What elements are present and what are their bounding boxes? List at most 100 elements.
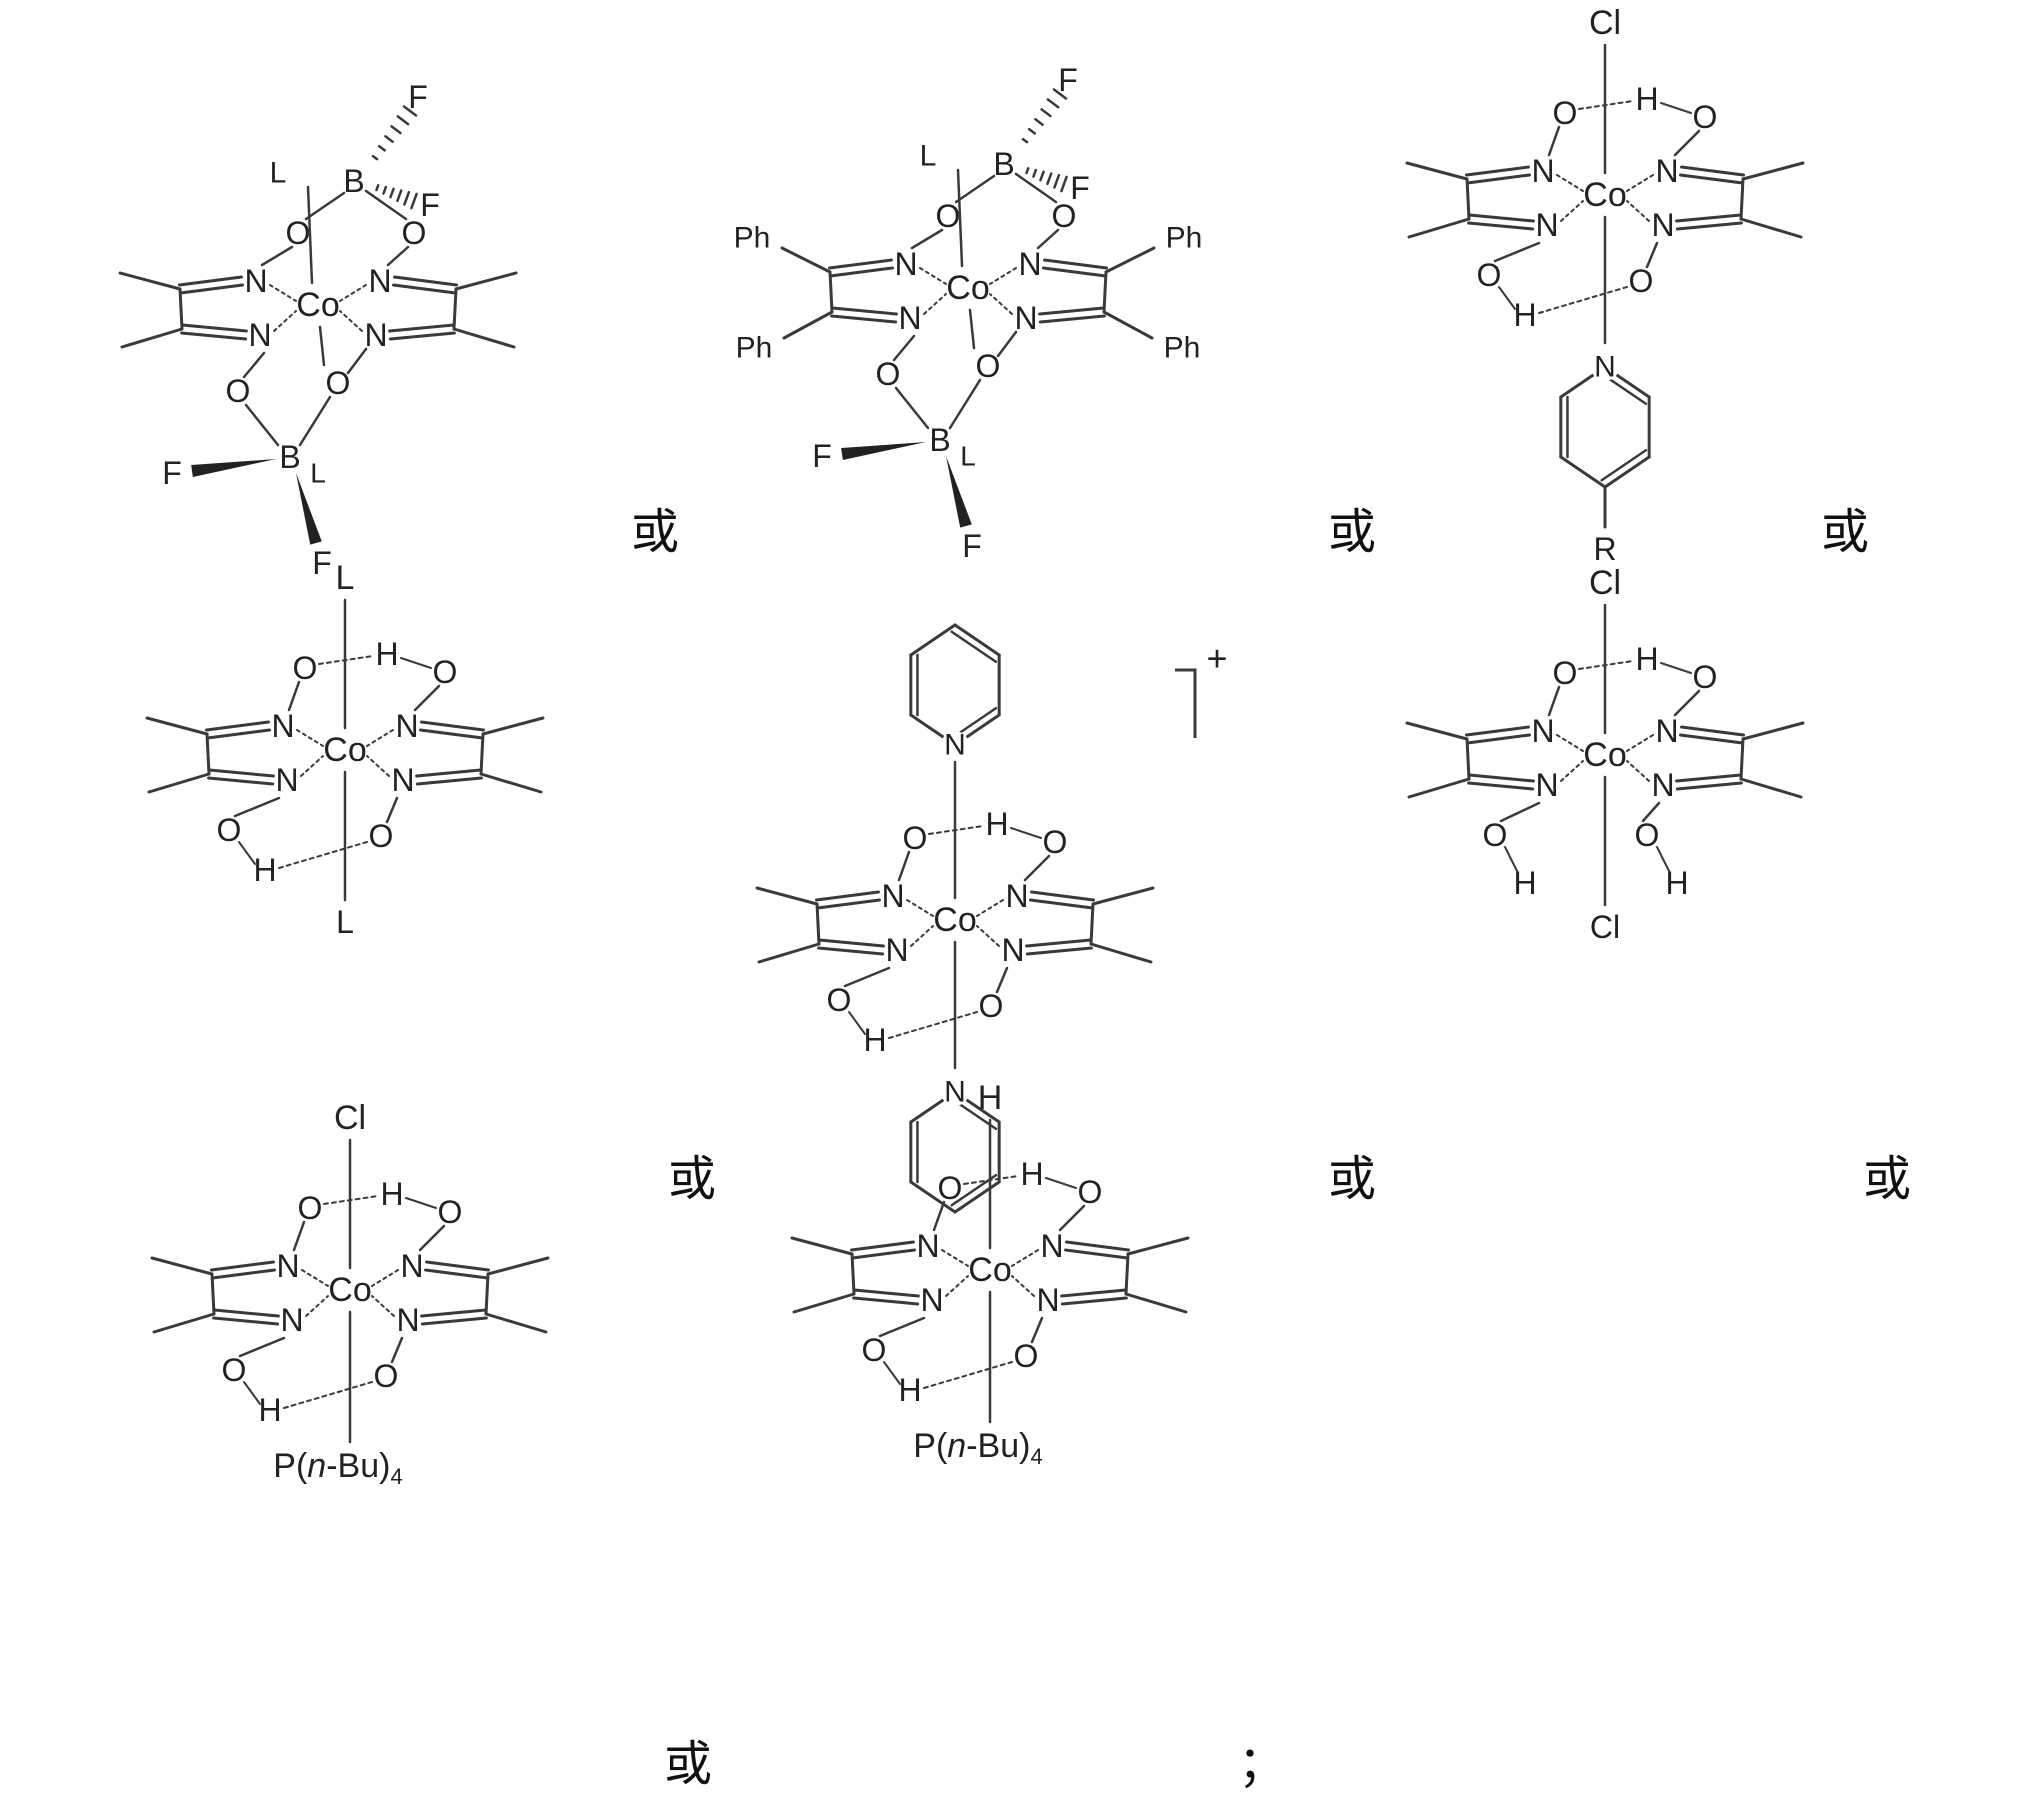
n-co-bond — [366, 729, 394, 747]
nitrogen-label: N — [1014, 300, 1037, 336]
cn-double-bond — [1060, 1288, 1128, 1306]
b-f-hashed-bond-dash — [382, 185, 388, 195]
n-o-bond — [1023, 854, 1051, 882]
n-co-bond — [273, 310, 297, 332]
methyl-bond — [1741, 721, 1805, 741]
oxygen-label: O — [1052, 198, 1077, 234]
cn-double-bond-b — [180, 323, 248, 333]
oxygen-label: O — [1483, 817, 1508, 853]
pyridine-substituent-label: R — [1593, 531, 1616, 567]
o-h-bond — [1656, 846, 1670, 872]
or-connector: 或 — [664, 1736, 712, 1792]
b-o-bond — [1014, 172, 1058, 204]
oxygen-label: O — [1014, 1338, 1039, 1374]
methyl-bond — [150, 1256, 214, 1276]
oxygen-label: O — [402, 215, 427, 251]
b-f-hashed-bond — [371, 105, 418, 161]
cn-double-bond-b — [420, 1316, 488, 1326]
nitrogen-label: N — [894, 246, 917, 282]
nitrogen-label: N — [364, 317, 387, 353]
hydrogen-label: H — [1020, 1156, 1043, 1192]
n-o-bond — [1645, 241, 1659, 269]
oxygen-label: O — [438, 1194, 463, 1230]
cc-bond — [205, 732, 211, 776]
b-o-bond — [954, 174, 996, 204]
or-connector: 或 — [668, 1151, 716, 1207]
nitrogen-label: N — [1535, 767, 1558, 803]
nitrogen-label: N — [1001, 932, 1024, 968]
n-co-bond — [371, 1269, 399, 1287]
pyridine-double-bond — [1600, 449, 1648, 482]
pyridine-bond — [909, 623, 957, 657]
nitrogen-label: N — [391, 762, 414, 798]
oxygen-label: O — [369, 818, 394, 854]
b-f-hashed-bond-dash — [402, 105, 418, 117]
nitrogen-label: N — [1535, 207, 1558, 243]
b-f-hashed-bond-dash — [375, 184, 380, 192]
oxygen-label: O — [1629, 263, 1654, 299]
or-connector: 或 — [1328, 504, 1376, 560]
cn-double-bond — [1464, 725, 1532, 745]
n-co-bond — [1556, 174, 1584, 192]
axial-top-ligand-label: H — [978, 1079, 1003, 1117]
axial-bond — [956, 168, 964, 268]
pyridine-bottom: N — [909, 1076, 1001, 1214]
oxygen-label: O — [979, 988, 1004, 1024]
cobalt-label: Co — [296, 286, 339, 324]
cn-double-bond-a — [207, 776, 275, 786]
cn-double-bond-b — [1467, 213, 1535, 223]
cobalt-label: Co — [1583, 736, 1626, 774]
cn-double-bond — [423, 1260, 491, 1280]
cobalt-label: Co — [323, 731, 366, 769]
methyl-bond — [481, 716, 545, 736]
phenyl-label: Ph — [1166, 222, 1203, 255]
methyl-bond — [479, 772, 543, 794]
cn-double-bond-b — [388, 331, 456, 341]
n-o-bond — [390, 1336, 404, 1364]
b-o-bond — [304, 191, 346, 221]
fluorine-label: F — [1070, 170, 1090, 206]
b-f-hashed-bond-dash — [1039, 170, 1045, 182]
n-co-bond — [1556, 734, 1584, 752]
b-o-bond — [948, 378, 982, 430]
n-co-bond — [300, 755, 324, 777]
cobalt-label: Co — [968, 1251, 1011, 1289]
cc-bond — [828, 270, 834, 314]
oxygen-label: O — [293, 650, 318, 686]
hydrogen-label: H — [375, 636, 398, 672]
b-f-hashed-bond-dash — [410, 192, 418, 210]
cn-double-bond-a — [1675, 773, 1743, 783]
methyl-bond — [1091, 886, 1155, 906]
oxygen-label: O — [326, 365, 351, 401]
oxygen-label: O — [226, 373, 251, 409]
cn-double-bond-a — [1065, 1240, 1131, 1252]
or-connector: 或 — [1821, 504, 1869, 560]
cn-double-bond-a — [212, 1316, 280, 1326]
cn-double-bond-a — [425, 1260, 491, 1272]
cn-double-bond — [1675, 773, 1743, 791]
n-co-bond — [305, 1295, 329, 1317]
n-o-bond — [897, 850, 911, 882]
hydrogen-label: H — [253, 852, 276, 888]
hydrogen-bond — [283, 1381, 373, 1409]
cn-double-bond-b — [177, 275, 243, 287]
n-o-bond — [1673, 689, 1701, 717]
hydrogen-bond — [1538, 286, 1628, 314]
cn-double-bond — [209, 1260, 277, 1280]
phosphine-ligand-label: P(n-Bu)4 — [273, 1447, 402, 1489]
methyl-bond — [757, 942, 821, 964]
axial-bond — [318, 325, 326, 367]
nitrogen-label: N — [276, 1248, 299, 1284]
oxygen-label: O — [1477, 257, 1502, 293]
cc-bond — [1739, 737, 1745, 781]
n-o-bond — [233, 796, 281, 818]
cobalt-label: Co — [328, 1271, 371, 1309]
b-f-wedge-bond — [841, 442, 926, 460]
n-o-bond — [1030, 1316, 1044, 1344]
phenyl-bond — [780, 246, 832, 274]
pyridine-bond — [909, 1180, 957, 1214]
n-co-bond — [910, 925, 934, 947]
methyl-bond — [790, 1236, 854, 1256]
